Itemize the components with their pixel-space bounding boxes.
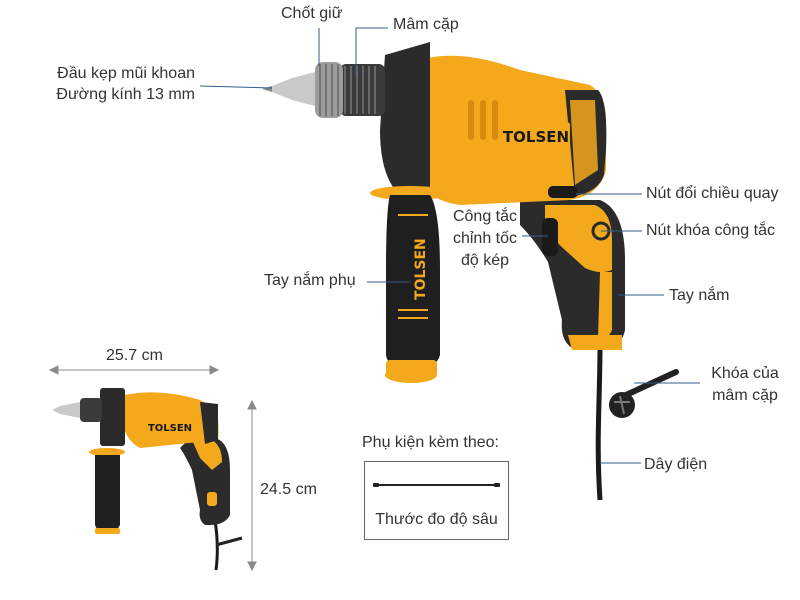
- leader-dau-kep: [199, 85, 273, 89]
- motor-vents: [468, 100, 498, 140]
- accessory-box: Thước đo độ sâu: [364, 461, 509, 540]
- label-chot-giu: Chốt giữ: [281, 5, 343, 22]
- brand-logo: TOLSEN: [503, 128, 569, 146]
- label-cong-tac-line1: Công tắc: [452, 208, 518, 225]
- accessory-item-label: Thước đo độ sâu: [375, 511, 498, 528]
- label-khoa-mam-cap-line2: mâm cặp: [712, 387, 778, 404]
- brand-logo-small: TOLSEN: [148, 423, 192, 434]
- label-dau-kep-line1: Đầu kẹp mũi khoan: [57, 65, 195, 82]
- label-nut-khoa: Nút khóa công tắc: [646, 222, 775, 239]
- svg-text:TOLSEN: TOLSEN: [413, 238, 429, 300]
- label-khoa-mam-cap-line1: Khóa của: [711, 365, 779, 382]
- accessories-heading: Phụ kiện kèm theo:: [362, 434, 499, 451]
- depth-gauge-rod: [373, 483, 500, 487]
- dimension-width: 25.7 cm: [106, 347, 163, 364]
- speed-trigger: [542, 218, 558, 256]
- label-cong-tac-line3: độ kép: [460, 252, 510, 269]
- label-tay-nam-phu: Tay nắm phụ: [264, 272, 356, 289]
- handle-yellow-panel: [545, 205, 612, 273]
- label-nut-doi-chieu: Nút đổi chiều quay: [646, 185, 779, 202]
- dimension-height: 24.5 cm: [260, 481, 317, 498]
- auxiliary-handle: [386, 195, 440, 370]
- label-tay-nam: Tay nắm: [669, 287, 730, 304]
- label-cong-tac-line2: chỉnh tốc: [452, 230, 518, 247]
- label-dau-kep-line2: Đường kính 13 mm: [56, 86, 195, 103]
- label-mam-cap: Mâm cặp: [393, 16, 459, 33]
- label-day-dien: Dây điện: [644, 456, 708, 473]
- leader-mam-cap: [355, 27, 388, 75]
- reverse-switch: [548, 186, 578, 198]
- power-cord: [595, 344, 603, 501]
- drill-chuck: [262, 62, 385, 118]
